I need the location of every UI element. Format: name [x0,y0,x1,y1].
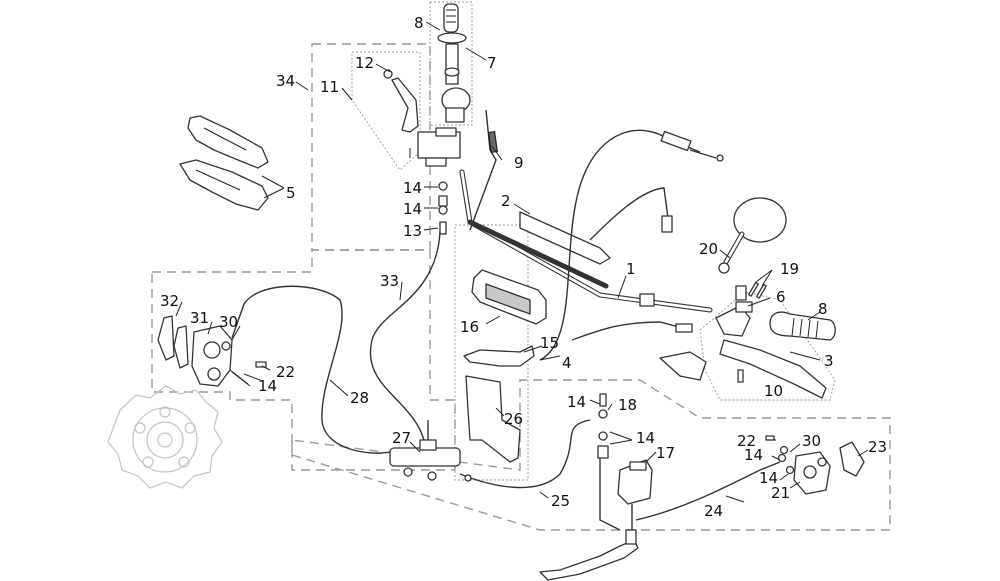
throttle-assembly [437,3,471,123]
brake-delay-valve [389,420,461,481]
callout-14-rear-caliper-b: 14 [759,469,778,487]
callout-7: 7 [487,54,497,72]
front-brake-caliper [157,315,267,387]
group-outline-speedo [454,224,529,481]
throttle-grip [443,3,459,33]
callout-30-rear: 30 [802,432,821,450]
rear-brake-master-cylinder [597,393,653,540]
clutch-lever-assembly [659,281,827,399]
front-brake-master-cylinder [383,69,461,235]
front-brake-lever [391,77,419,133]
front-brake-hose [369,231,441,451]
rear-brake-pads [839,441,865,477]
brake-pad-outer [157,315,175,361]
handlebar [459,169,713,313]
leader-lines [175,21,869,503]
callout-6: 6 [776,288,786,306]
banjo-bolt [439,221,447,235]
callout-8-throttle-grip: 8 [414,14,424,32]
callout-1: 1 [626,260,636,278]
rear-brake-hose [635,461,781,521]
callout-9: 9 [514,154,524,172]
callout-32: 32 [160,292,179,310]
left-grip [769,311,836,341]
callout-4: 4 [562,354,572,372]
callout-34: 34 [276,72,295,90]
callout-18: 18 [618,396,637,414]
handlebar-clamp [639,293,655,307]
callout-31: 31 [190,309,209,327]
front-brake-line [231,285,391,454]
throttle-tube [445,43,459,85]
callout-20: 20 [699,240,718,258]
callout-2: 2 [501,192,511,210]
callout-27: 27 [392,429,411,447]
brake-pad-inner [173,325,189,369]
callout-15: 15 [540,334,559,352]
callout-8-left-grip: 8 [818,300,828,318]
throttle-cable [469,109,499,231]
callout-30-front: 30 [219,313,238,331]
callout-21: 21 [771,484,790,502]
delay-valve-body [389,447,461,467]
mounting-bracket [465,375,521,463]
callout-14-rear-mid: 14 [636,429,655,447]
callout-14-rear-caliper-a: 14 [744,446,763,464]
clutch-lever [719,339,827,399]
callout-24: 24 [704,502,723,520]
front-brake-disc [107,385,223,489]
hand-guard-lower [179,159,269,211]
rear-banjo-bolt [599,393,607,407]
switch-housing [659,351,707,381]
rear-brake-caliper [765,435,865,495]
banjo-washer-bottom [438,205,448,215]
hand-guard-upper [187,115,269,169]
callout-labels: 8 7 12 11 34 5 9 14 14 13 2 1 20 19 6 8 … [160,14,887,520]
speedometer-bracket [463,345,535,367]
rear-master-cylinder-body [617,459,653,505]
callout-17: 17 [656,444,675,462]
callout-5: 5 [286,184,296,202]
callout-3: 3 [824,352,834,370]
throttle-housing-base [445,107,465,123]
callout-26: 26 [504,410,523,428]
callout-33: 33 [380,272,399,290]
banjo-washer-top [438,181,448,191]
mirror [718,197,787,274]
callout-23: 23 [868,438,887,456]
callout-28: 28 [350,389,369,407]
group-outline-throttle [429,1,473,126]
speedometer-cable [539,129,693,361]
callout-14-upper-b: 14 [403,200,422,218]
group-outline-rear-brake [291,379,891,531]
group-outline-front-brake [151,249,456,471]
callout-13: 13 [403,222,422,240]
callout-25: 25 [551,492,570,510]
rear-brake-cable [459,419,591,489]
callout-14-rear-top: 14 [567,393,586,411]
throttle-grip-flange [437,32,467,44]
group-outline-lever-assembly [351,51,421,171]
hand-guards [179,115,269,211]
group-outline-upper-left [311,43,431,251]
speedometer-assembly [463,269,547,463]
callout-22-front: 22 [276,363,295,381]
callout-19: 19 [780,260,799,278]
handlebar-pad [519,211,611,265]
callout-11: 11 [320,78,339,96]
callout-12: 12 [355,54,374,72]
callout-10: 10 [764,382,783,400]
callout-14-front: 14 [258,377,277,395]
mirror-glass [733,197,787,243]
callout-16: 16 [460,318,479,336]
callout-22-rear: 22 [737,432,756,450]
rear-brake-pedal [539,529,639,581]
clutch-cable [660,130,724,162]
callout-14-upper-a: 14 [403,179,422,197]
